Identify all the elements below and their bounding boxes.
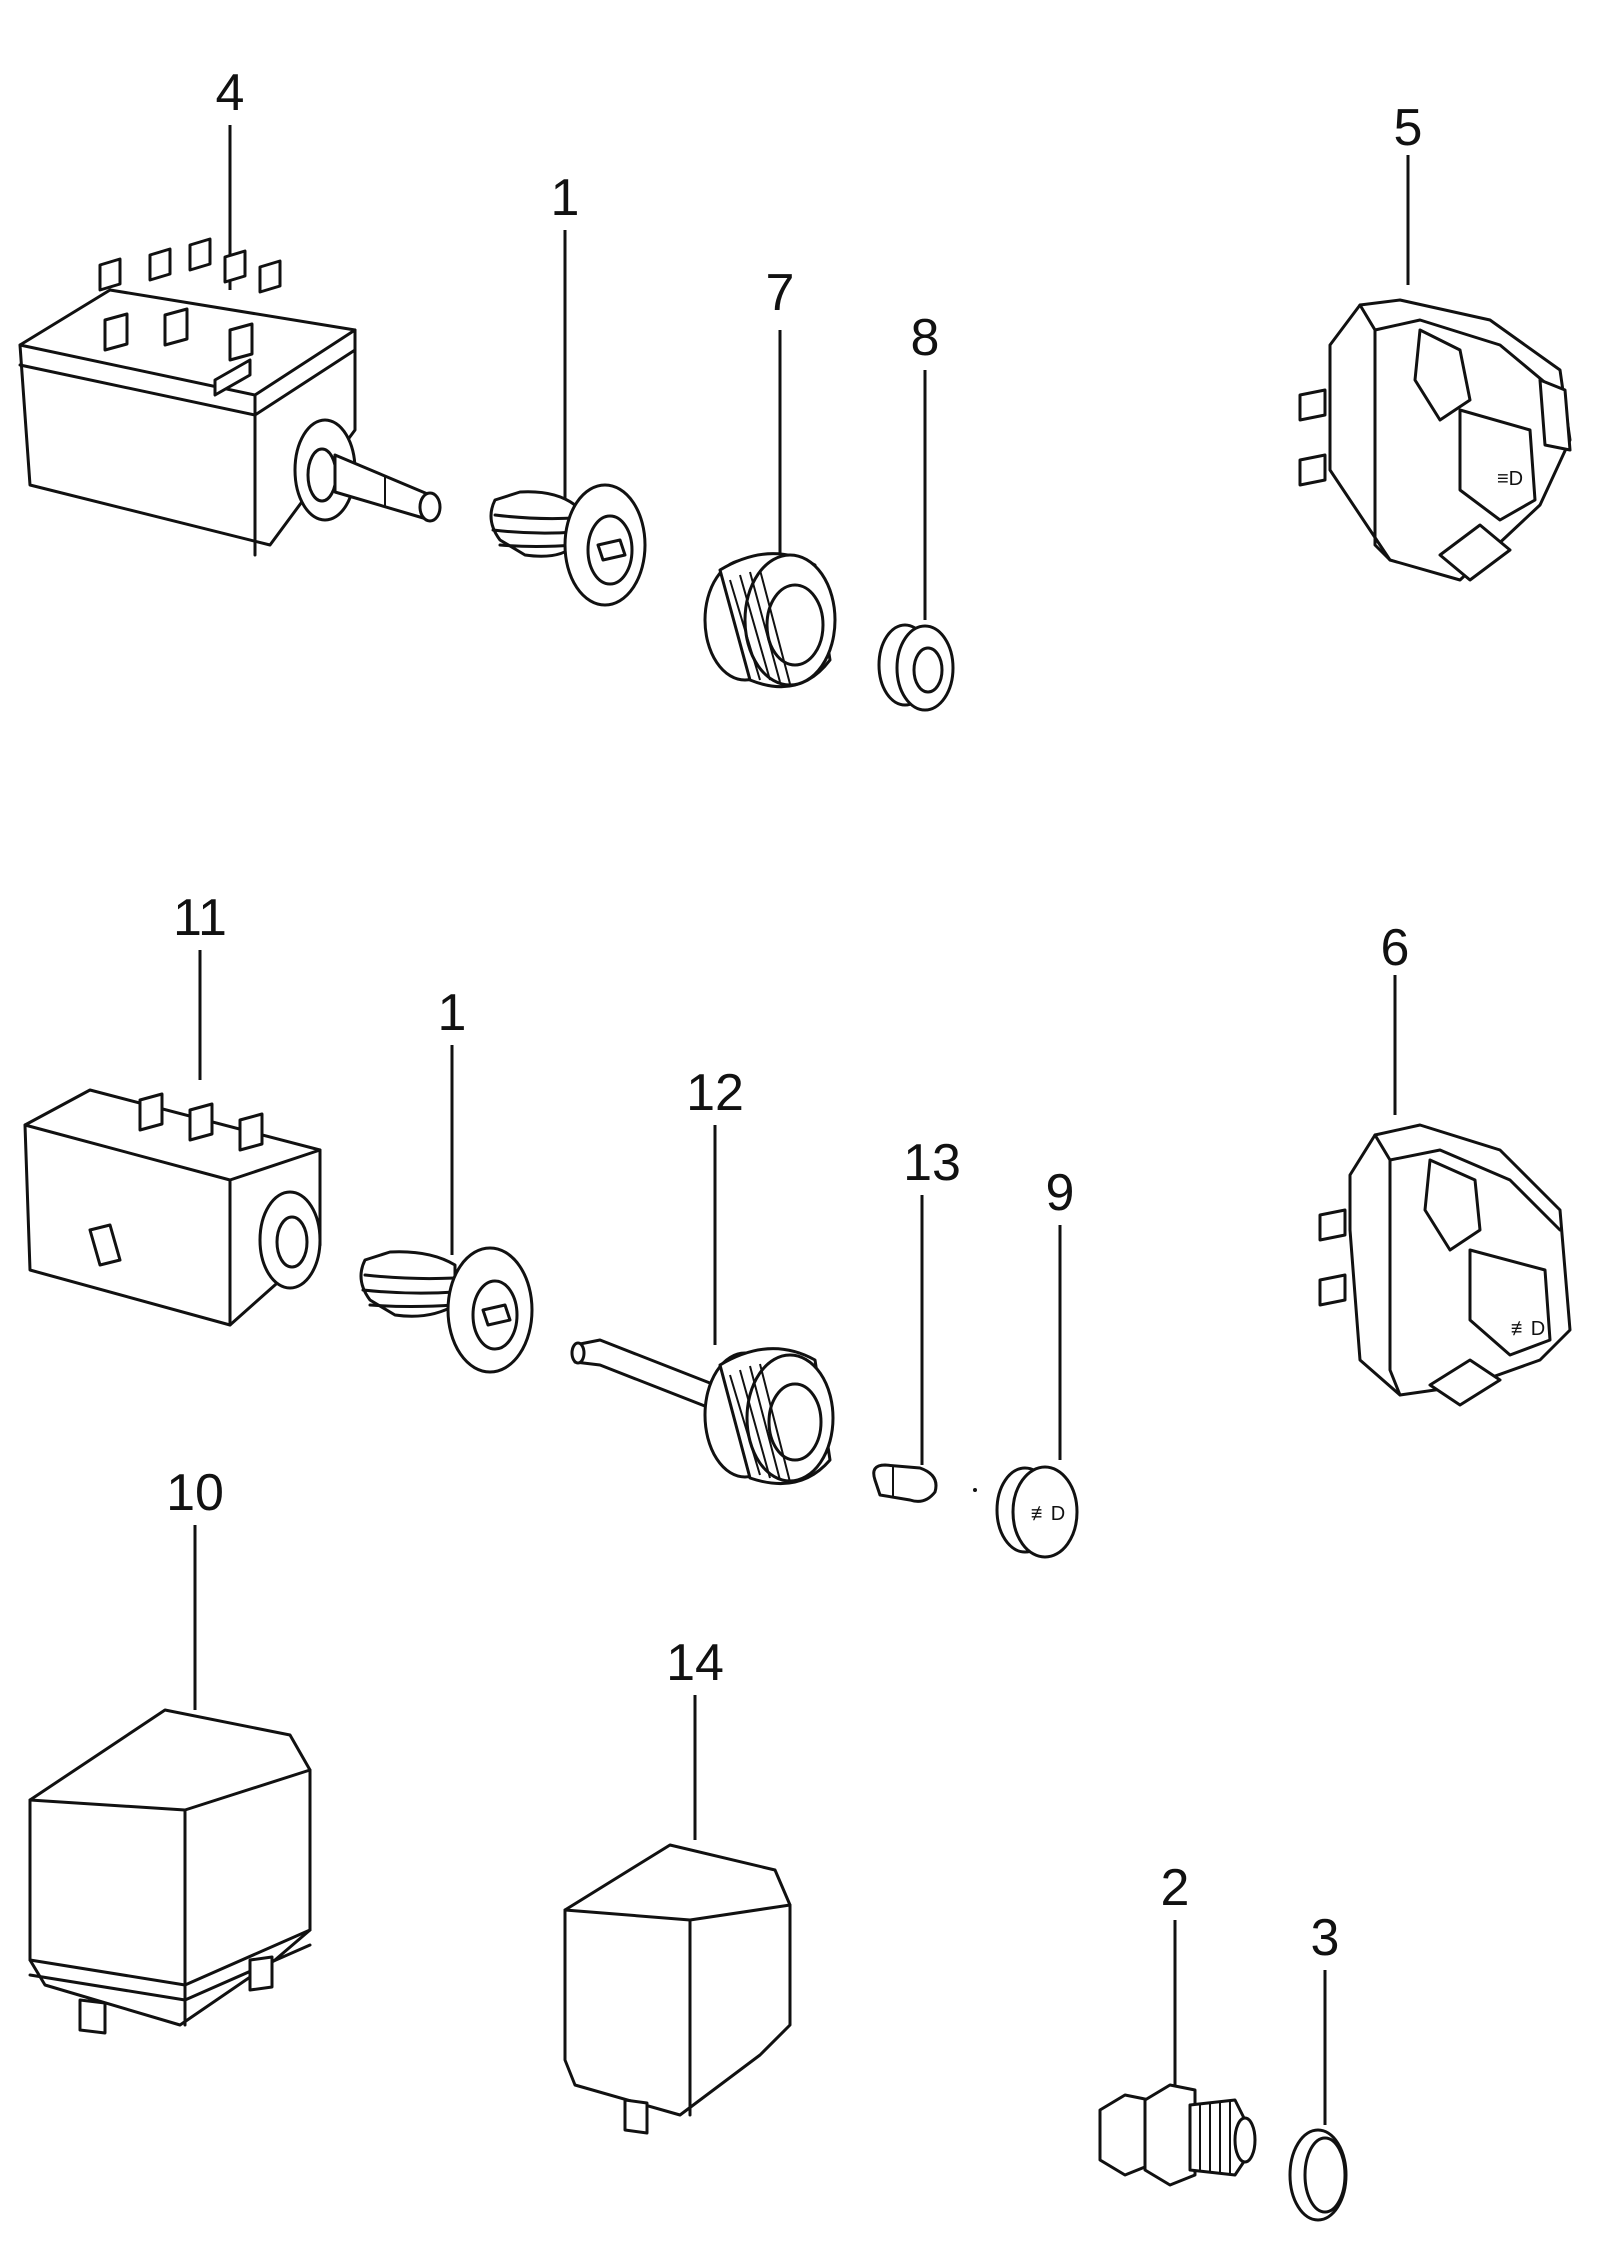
- part-1-nut-top: 1: [489, 169, 647, 607]
- part-9-cap: 9 ≢D: [995, 1164, 1079, 1559]
- part-13-bulb: 13: [872, 1134, 977, 1503]
- part-label-9: 9: [1046, 1164, 1075, 1222]
- part-3-seal-ring: 3: [1288, 1909, 1348, 2222]
- part-label-14: 14: [666, 1634, 724, 1692]
- part-2-pressure-switch: 2: [1098, 1859, 1257, 2187]
- part-label-1-top: 1: [551, 169, 580, 227]
- part-label-13: 13: [903, 1134, 961, 1192]
- part-label-12: 12: [686, 1064, 744, 1122]
- part-label-8: 8: [911, 309, 940, 367]
- part-6-rocker-switch: 6 ≢D: [1318, 919, 1572, 1407]
- part-14-relay: 14: [563, 1634, 792, 2135]
- part-label-6: 6: [1381, 919, 1410, 977]
- part-label-4: 4: [216, 64, 245, 122]
- part-11-switch: 11: [23, 889, 322, 1327]
- part-label-3: 3: [1311, 1909, 1340, 1967]
- part-8-cap: 8: [877, 309, 955, 712]
- part-4-light-switch: 4: [18, 64, 442, 557]
- part-label-11: 11: [173, 889, 227, 947]
- part-label-10: 10: [166, 1464, 224, 1522]
- cap-9-symbol: ≢D: [1031, 1503, 1065, 1525]
- part-label-5: 5: [1394, 99, 1423, 157]
- part-label-7: 7: [766, 264, 795, 322]
- switch-6-symbol: ≢D: [1511, 1318, 1545, 1340]
- part-12-knob-shaft: 12: [570, 1064, 835, 1486]
- part-7-knob: 7: [703, 264, 837, 689]
- switch-5-symbol: ≡D: [1497, 468, 1523, 490]
- part-1-nut-middle: 1: [359, 984, 534, 1374]
- part-5-rocker-switch: 5 ≡D: [1298, 99, 1572, 582]
- part-label-2: 2: [1161, 1859, 1190, 1917]
- part-10-relay: 10: [28, 1464, 312, 2035]
- part-label-1-middle: 1: [438, 984, 467, 1042]
